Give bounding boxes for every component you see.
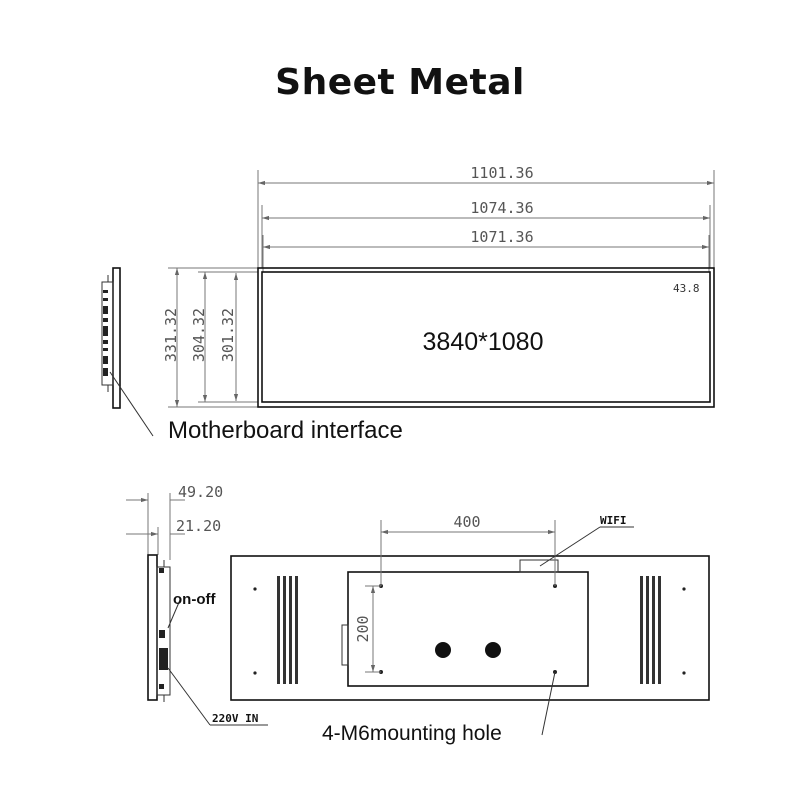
connector-knob-icon: [435, 642, 451, 658]
connector-knob-icon: [485, 642, 501, 658]
width-inner-label: 1071.36: [470, 228, 533, 246]
panel-outer-frame: [257, 267, 715, 408]
wifi-label: WIFI: [600, 514, 627, 527]
motherboard-leader-line: [109, 371, 154, 437]
vent-grill-left: [277, 576, 298, 684]
panel-screen-area: [261, 271, 711, 403]
side-view-bottom: 49.20 21.20: [126, 483, 268, 726]
rear-view: 400 200: [230, 513, 710, 736]
mounting-hole-label: 4-M6mounting hole: [322, 722, 502, 745]
power-leader-line: [167, 667, 211, 726]
on-off-label: on-off: [173, 591, 216, 608]
motherboard-interface-label: Motherboard interface: [168, 417, 403, 444]
vent-grill-right: [640, 576, 661, 684]
height-outer-label: 331.32: [162, 308, 180, 362]
bezel-label: 43.8: [673, 282, 700, 295]
resolution-label: 3840*1080: [423, 328, 544, 356]
power-input-label: 220V IN: [212, 712, 258, 725]
hole-spacing-v-label: 200: [354, 615, 372, 642]
page-title: Sheet Metal: [275, 62, 525, 103]
width-mid-label: 1074.36: [470, 199, 533, 217]
vesa-mount-plate: [347, 571, 589, 687]
width-outer-label: 1101.36: [470, 164, 533, 182]
wifi-leader-line: [539, 526, 601, 567]
hole-spacing-h-label: 400: [453, 513, 480, 531]
rear-panel-frame: [230, 555, 710, 701]
on-off-leader-line: [167, 599, 181, 629]
side-view-top: [101, 267, 154, 437]
height-mid-label: 304.32: [190, 308, 208, 362]
depth-inner-label: 21.20: [176, 517, 221, 535]
height-inner-label: 301.32: [219, 308, 237, 362]
mounting-leader-line: [541, 671, 556, 736]
depth-outer-label: 49.20: [178, 483, 223, 501]
front-view: 1101.36 1074.36 1071.36 331.32 304.32 30…: [162, 164, 715, 408]
